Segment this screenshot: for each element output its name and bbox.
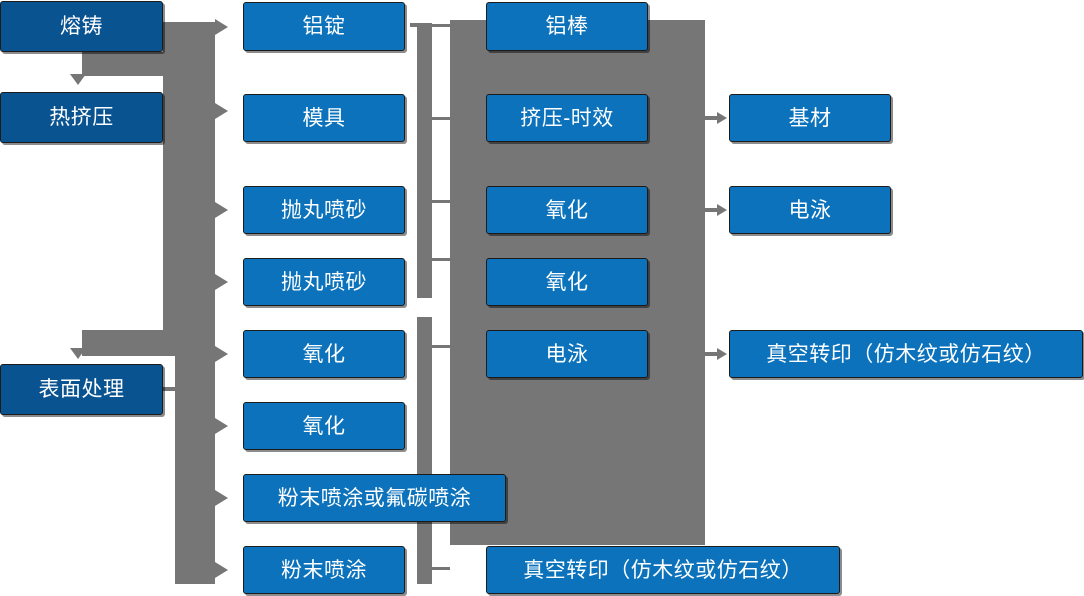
arrowhead-to-n10 <box>215 490 228 506</box>
arrow-stem <box>700 208 718 212</box>
node-oxidation-col3-1[interactable]: 氧化 <box>486 186 648 234</box>
gray-trunk-upper <box>163 22 215 356</box>
node-oxidation-col2-2[interactable]: 氧化 <box>243 402 405 450</box>
arrowhead-down-to-surface-treatment <box>70 348 86 359</box>
node-hot-extrusion[interactable]: 热挤压 <box>0 92 163 143</box>
node-oxidation-col2-1[interactable]: 氧化 <box>243 330 405 378</box>
node-extrusion-aging[interactable]: 挤压-时效 <box>486 94 648 142</box>
tick-connector-2 <box>432 117 450 120</box>
gray-thin-bar-lower <box>417 317 432 584</box>
arrowhead-down-to-hot-extrusion <box>70 74 86 85</box>
tick-connector-5 <box>432 345 450 348</box>
node-powder-or-fluorocarbon-coating[interactable]: 粉末喷涂或氟碳喷涂 <box>243 474 506 522</box>
arrowhead-to-n9 <box>215 418 228 434</box>
node-oxidation-col3-2[interactable]: 氧化 <box>486 258 648 306</box>
tick-connector-4 <box>432 258 450 261</box>
gray-stub-surface-treatment <box>163 387 189 391</box>
node-shot-blasting-2[interactable]: 抛丸喷砂 <box>243 258 405 306</box>
node-vacuum-transfer-print-bottom[interactable]: 真空转印（仿木纹或仿石纹） <box>486 546 840 594</box>
tick-connector-3 <box>432 200 450 203</box>
arrowhead-to-n4 <box>215 19 228 35</box>
gray-trunk-lower <box>175 356 215 584</box>
arrowhead <box>717 112 727 124</box>
gray-thin-bar-tip <box>410 23 418 27</box>
arrowhead <box>717 348 727 360</box>
arrowhead-to-n11 <box>215 562 228 578</box>
gray-band-mid-wide <box>82 330 215 356</box>
node-electrophoresis-col3[interactable]: 电泳 <box>486 330 648 378</box>
gray-thin-bar-upper <box>417 23 432 298</box>
node-electrophoresis-output[interactable]: 电泳 <box>729 186 891 234</box>
node-substrate[interactable]: 基材 <box>729 94 891 142</box>
node-aluminum-bar[interactable]: 铝棒 <box>486 2 648 51</box>
arrow-stem <box>700 116 718 120</box>
node-aluminum-ingot[interactable]: 铝锭 <box>243 2 405 51</box>
node-vacuum-transfer-print-right[interactable]: 真空转印（仿木纹或仿石纹） <box>729 330 1083 378</box>
tick-connector-6 <box>432 567 450 570</box>
node-shot-blasting-1[interactable]: 抛丸喷砂 <box>243 186 405 234</box>
node-powder-coating[interactable]: 粉末喷涂 <box>243 546 405 594</box>
arrow-stem <box>700 352 718 356</box>
arrowhead-to-n7 <box>215 274 228 290</box>
node-surface-treatment[interactable]: 表面处理 <box>0 364 163 415</box>
arrowhead <box>717 204 727 216</box>
tick-connector-1 <box>432 24 450 27</box>
node-mold[interactable]: 模具 <box>243 94 405 142</box>
node-melting-casting[interactable]: 熔铸 <box>0 1 163 52</box>
arrowhead-to-n8 <box>215 346 228 362</box>
arrowhead-to-n6 <box>215 202 228 218</box>
arrowhead-to-n5 <box>215 103 228 119</box>
